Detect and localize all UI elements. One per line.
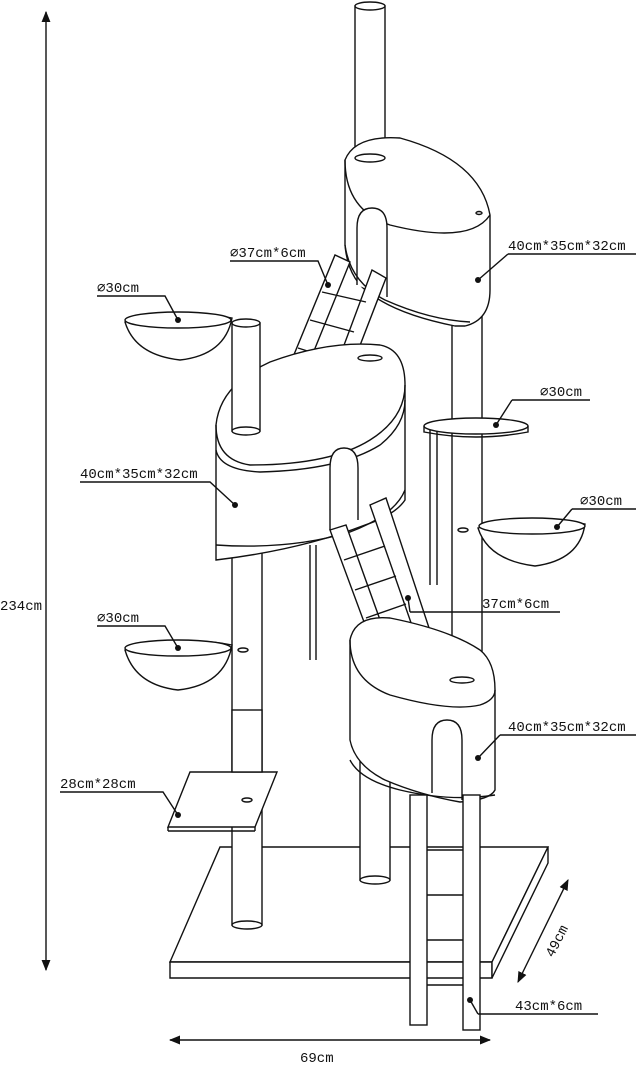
label-bowl-left-top: ∅30cm — [97, 281, 139, 297]
house-bottom — [349, 616, 496, 803]
depth-dimension-label: 49cm — [543, 923, 573, 960]
right-post — [451, 299, 483, 686]
label-house-bottom: 40cm*35cm*32cm — [508, 720, 626, 736]
bowl-right — [477, 517, 586, 567]
label-ladder-bottom: 43cm*6cm — [515, 999, 582, 1015]
bowl-left-top — [124, 311, 233, 361]
ladder-bottom — [409, 794, 481, 1031]
top-post — [354, 1, 386, 163]
leader-lines — [60, 253, 636, 1015]
middle-house-post — [231, 318, 261, 436]
screw-hole — [475, 210, 483, 216]
label-house-middle: 40cm*35cm*32cm — [80, 467, 198, 483]
base-board — [168, 846, 550, 979]
label-disc-right: ∅30cm — [540, 385, 582, 401]
label-bowl-right: ∅30cm — [580, 494, 622, 510]
dimension-arrows — [41, 10, 569, 1045]
label-square-platform: 28cm*28cm — [60, 777, 136, 793]
label-house-top: 40cm*35cm*32cm — [508, 239, 626, 255]
square-platform — [166, 709, 279, 832]
label-ladder-middle: 37cm*6cm — [482, 597, 549, 613]
width-dimension-label: 69cm — [300, 1051, 334, 1067]
height-dimension-label: 234cm — [0, 599, 42, 615]
disc-platform — [423, 417, 529, 438]
label-bowl-left-bottom: ∅30cm — [97, 611, 139, 627]
label-ladder-top: ∅37cm*6cm — [230, 246, 306, 262]
house-middle — [215, 343, 406, 561]
